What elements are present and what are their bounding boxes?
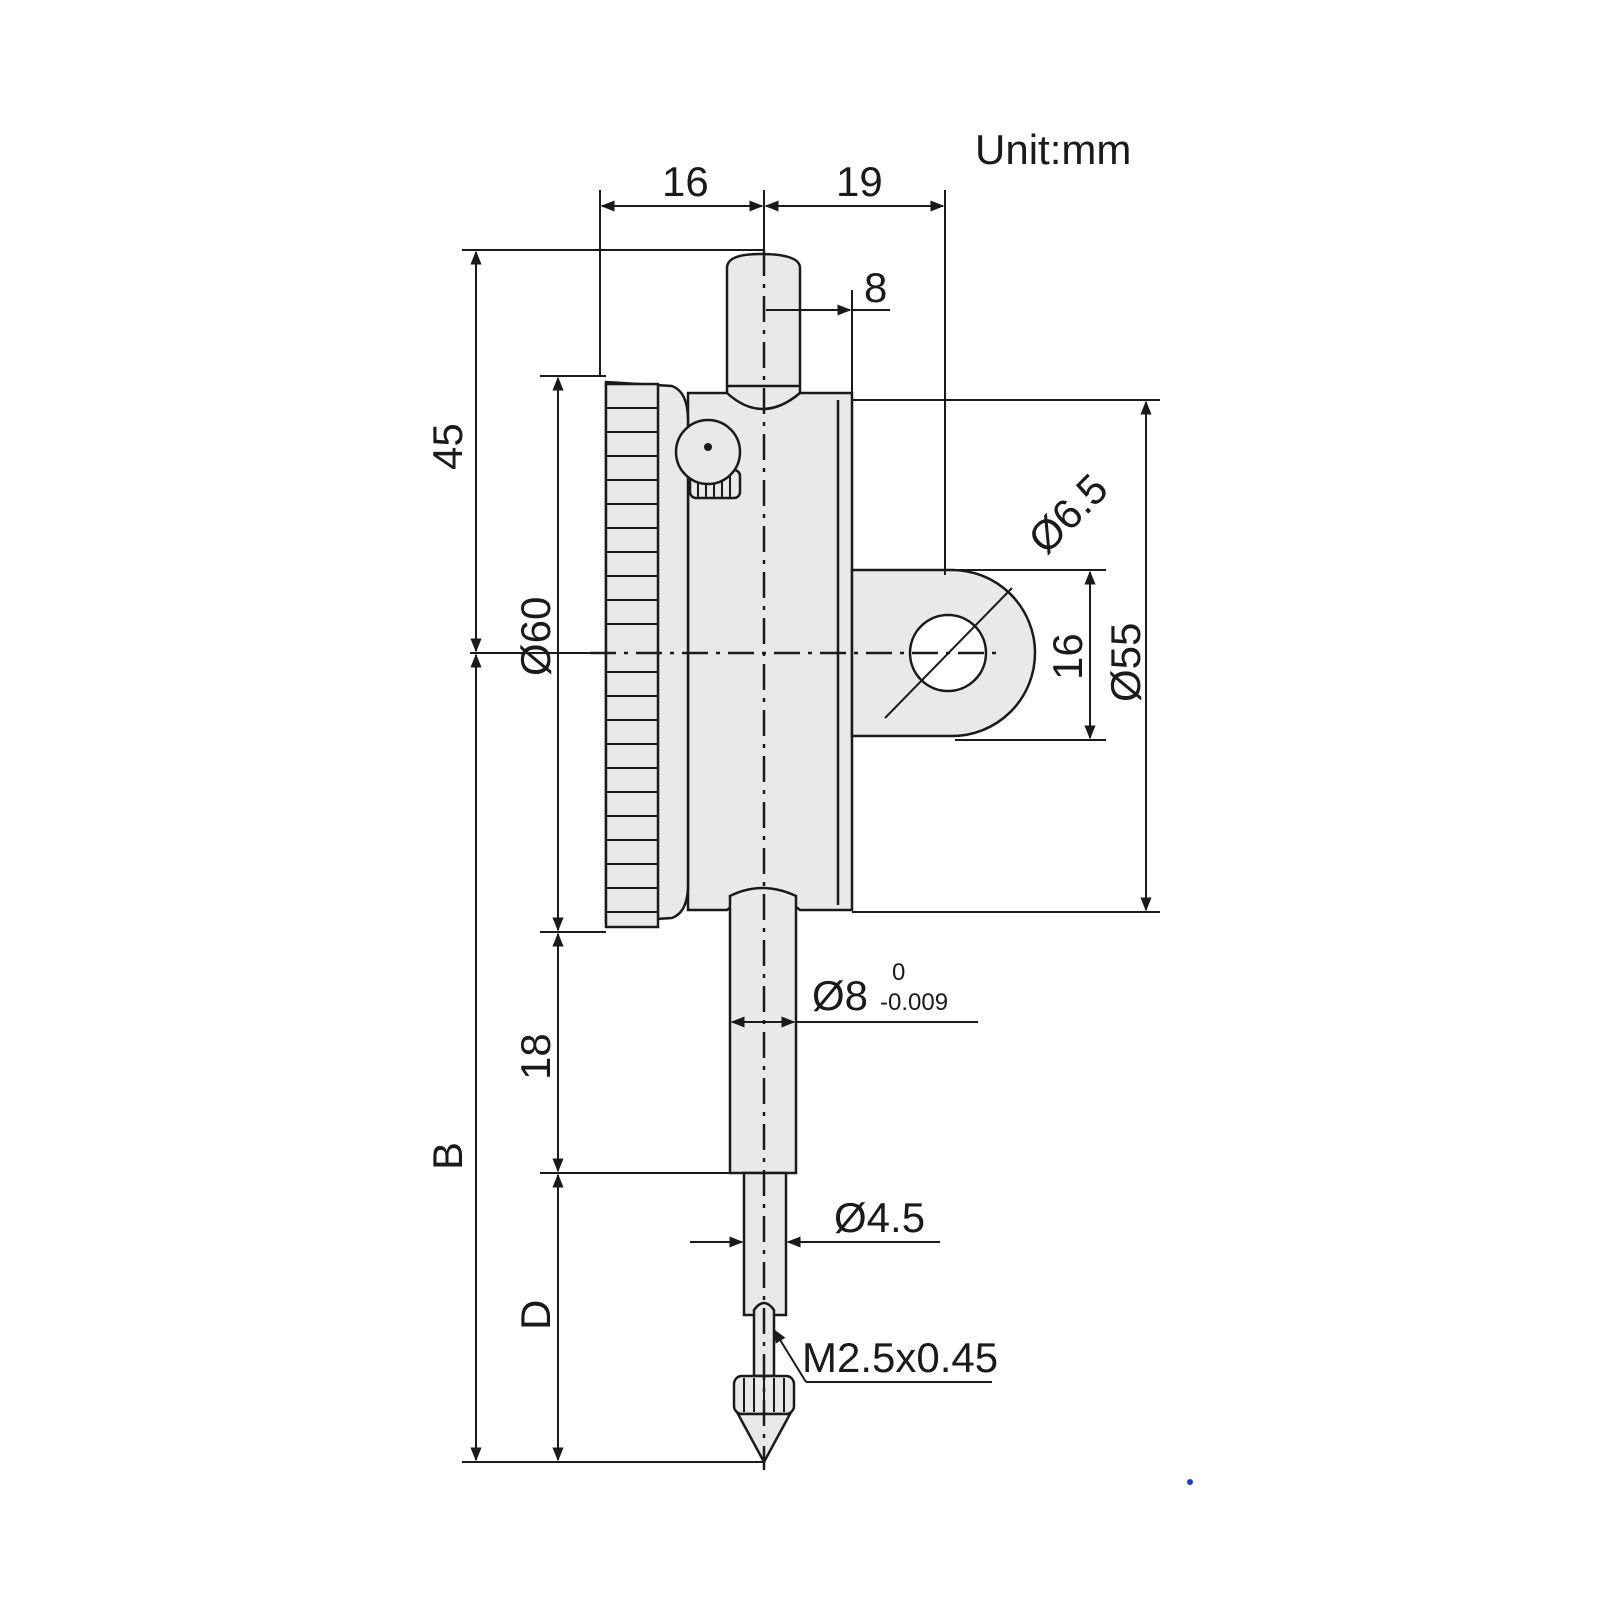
marker-dot	[1187, 1479, 1193, 1485]
spindle	[742, 1171, 788, 1317]
dim-total-height: B	[424, 1142, 471, 1170]
knurled-ring	[604, 382, 660, 929]
knurl-lines	[606, 407, 658, 913]
dim-top-left: 16	[662, 158, 709, 205]
dimension-labels: Unit:mm 16 19 8 45 B Ø60 18 D Ø55 16 Ø6.…	[424, 126, 1149, 1381]
dim-spindle-length: D	[512, 1300, 559, 1330]
dim-back-diameter: Ø55	[1102, 623, 1149, 702]
indicator-outline	[604, 252, 1037, 1465]
dim-stem-diameter: Ø8	[812, 972, 868, 1019]
dimension-lines	[462, 190, 1160, 1463]
dim-stem-length: 18	[512, 1033, 559, 1080]
dim-lug-hole: Ø6.5	[1019, 465, 1117, 563]
limit-knob	[674, 418, 742, 500]
dim-height-top: 45	[424, 423, 471, 470]
dim-stem-offset: 8	[864, 264, 887, 311]
dim-stem-tol-lower: -0.009	[880, 989, 948, 1016]
lower-stem	[728, 886, 798, 1175]
dim-thread: M2.5x0.45	[802, 1334, 998, 1381]
dim-top-right: 19	[836, 158, 883, 205]
dim-spindle-diameter: Ø4.5	[834, 1194, 925, 1241]
dim-dial-diameter: Ø60	[512, 597, 559, 676]
dim-stem-tol-upper: 0	[892, 959, 905, 986]
dim-lug-width: 16	[1044, 633, 1091, 680]
center-lines	[590, 250, 1013, 1470]
unit-label: Unit:mm	[975, 126, 1131, 173]
